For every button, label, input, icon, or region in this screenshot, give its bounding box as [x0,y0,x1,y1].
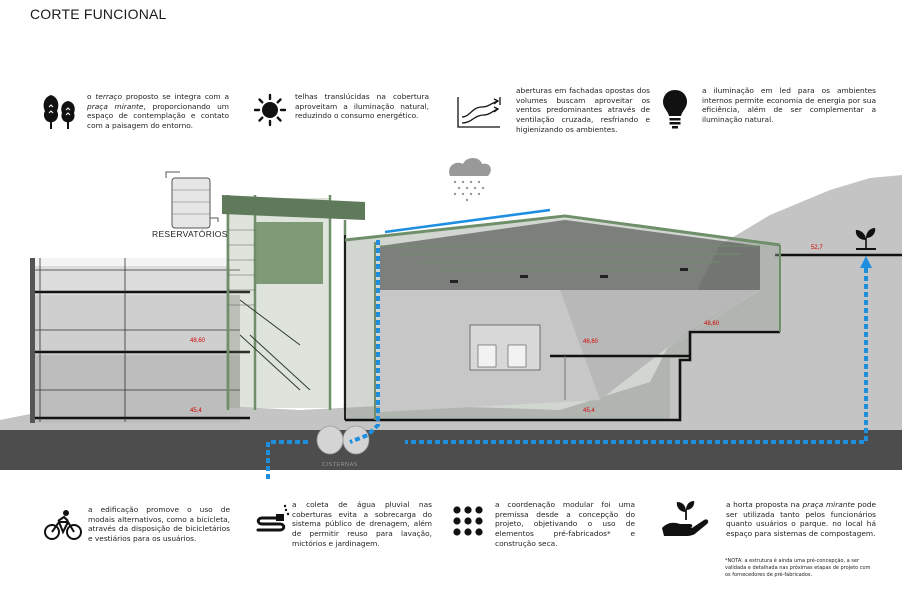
hill-background [0,175,902,465]
bicycle-icon [44,510,82,540]
cisterns-label: CISTERNAS [322,462,358,468]
stair-tower [222,195,365,410]
note-vegetable-garden: a horta proposta na praça mirante pode s… [726,500,876,538]
rainwater-path [266,240,868,480]
note-led-lighting: a iluminação em led para os ambientes in… [702,86,876,124]
modular-grid-icon [453,506,483,536]
note-terrace: o terraço proposto se integra com a praç… [87,92,229,130]
rain-cloud-icon [449,158,491,202]
level-marker: 45,4 [583,408,595,414]
note-cross-ventilation: aberturas em fachadas opostas dos volume… [516,86,650,134]
trees-icon [43,95,75,129]
cistern-drawing [316,425,370,455]
level-marker: 48,60 [704,321,720,327]
left-volume [30,258,250,423]
note-translucent-roof: telhas translúcidas na cobertura aprovei… [295,92,429,121]
cross-ventilation-icon [457,97,501,128]
water-tank-drawing [165,171,219,229]
sprout-icon [855,228,876,250]
level-marker: 52,7 [811,245,823,251]
note-modular: a coordenação modular foi uma premissa d… [495,500,635,548]
note-bicycles: a edificação promove o uso de modais alt… [88,505,230,543]
main-shed [344,208,781,422]
sun-icon [253,93,287,127]
footnote: *NOTA: a estrutura é ainda uma pré-conce… [725,558,871,578]
level-marker: 45,4 [190,408,202,414]
reservoirs-label: RESERVATÓRIOS [152,229,228,239]
level-marker: 48,60 [583,339,599,345]
lightbulb-icon [663,90,687,129]
page-title: CORTE FUNCIONAL [30,6,167,22]
note-rainwater: a coleta de água pluvial nas coberturas … [292,500,432,548]
ground-band [0,430,902,470]
level-marker: 48,60 [190,338,206,344]
plant-hand-icon [662,501,709,536]
building-section-drawing [0,158,902,480]
hose-icon [256,504,290,532]
